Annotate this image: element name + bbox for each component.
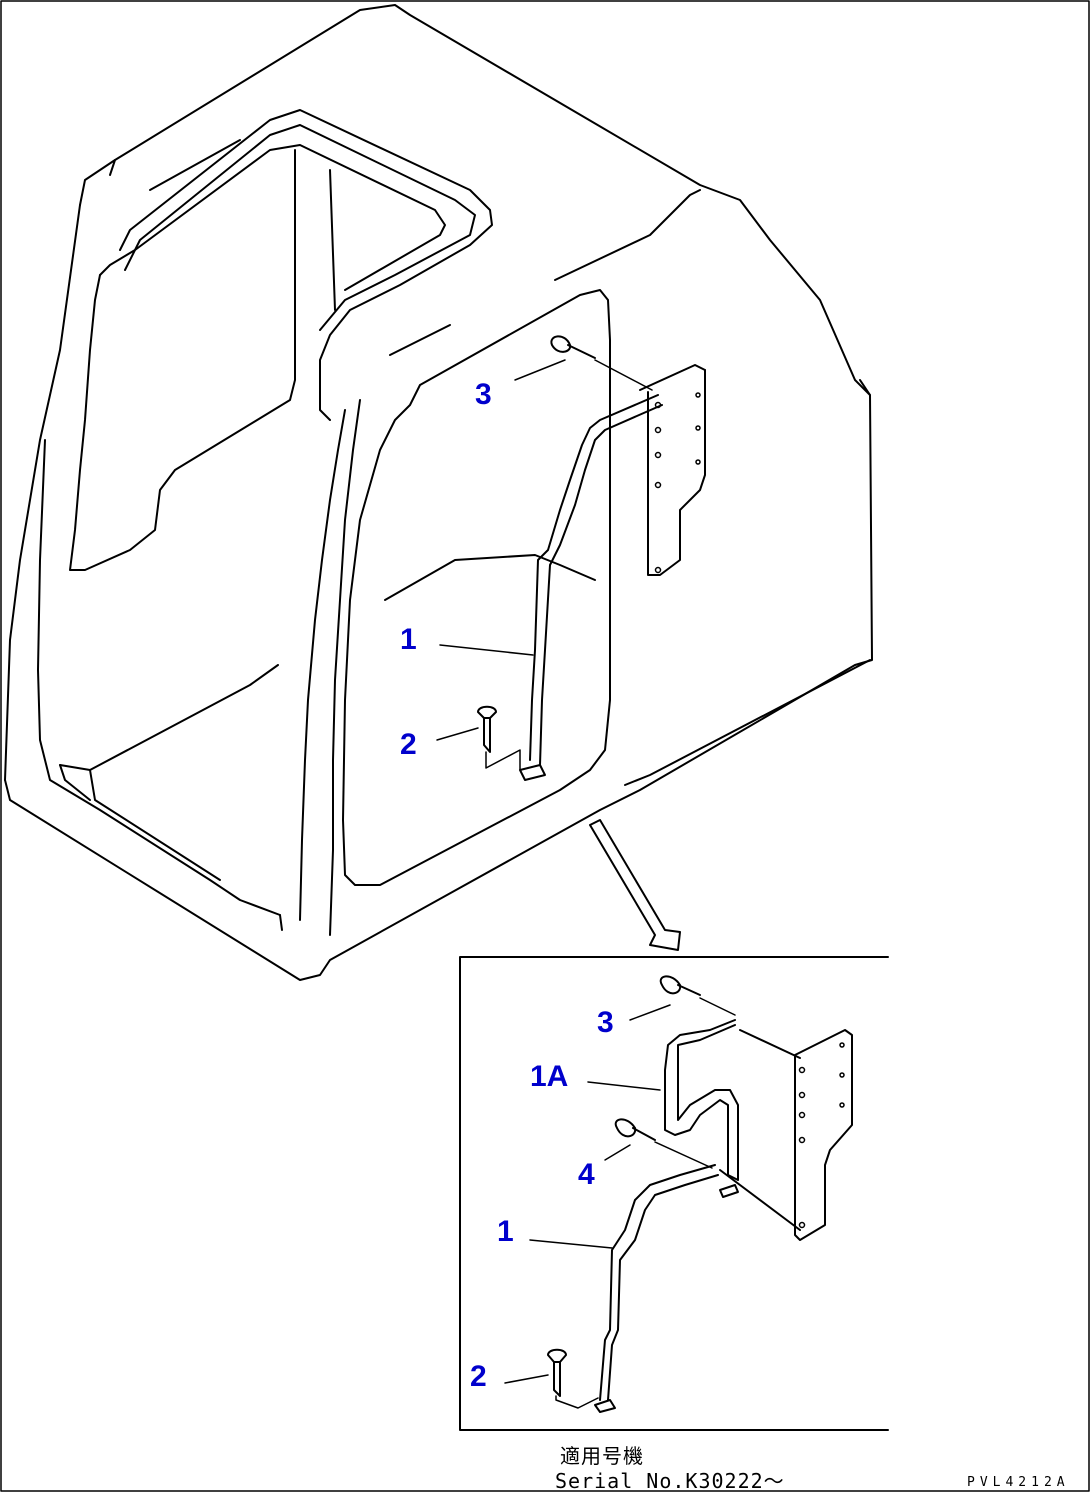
callout-2-main: 2 — [400, 728, 417, 761]
callout-1-main: 1 — [400, 623, 417, 656]
cab-body — [4, 4, 873, 981]
callout-1a-detail: 1A — [530, 1060, 569, 1093]
callout-3-detail: 3 — [597, 1006, 614, 1039]
callout-2-detail: 2 — [470, 1360, 487, 1393]
callout-1-detail: 1 — [497, 1215, 514, 1248]
drawing-code: PVL4212A — [967, 1475, 1070, 1490]
detail-arrow — [589, 819, 681, 951]
detail-box — [459, 956, 889, 1431]
callout-4-detail: 4 — [578, 1158, 595, 1191]
serial-caption-line2: Serial No.K30222～ — [555, 1469, 785, 1493]
callout-3-main: 3 — [475, 378, 492, 411]
serial-caption-line1: 適用号機 — [560, 1444, 644, 1468]
